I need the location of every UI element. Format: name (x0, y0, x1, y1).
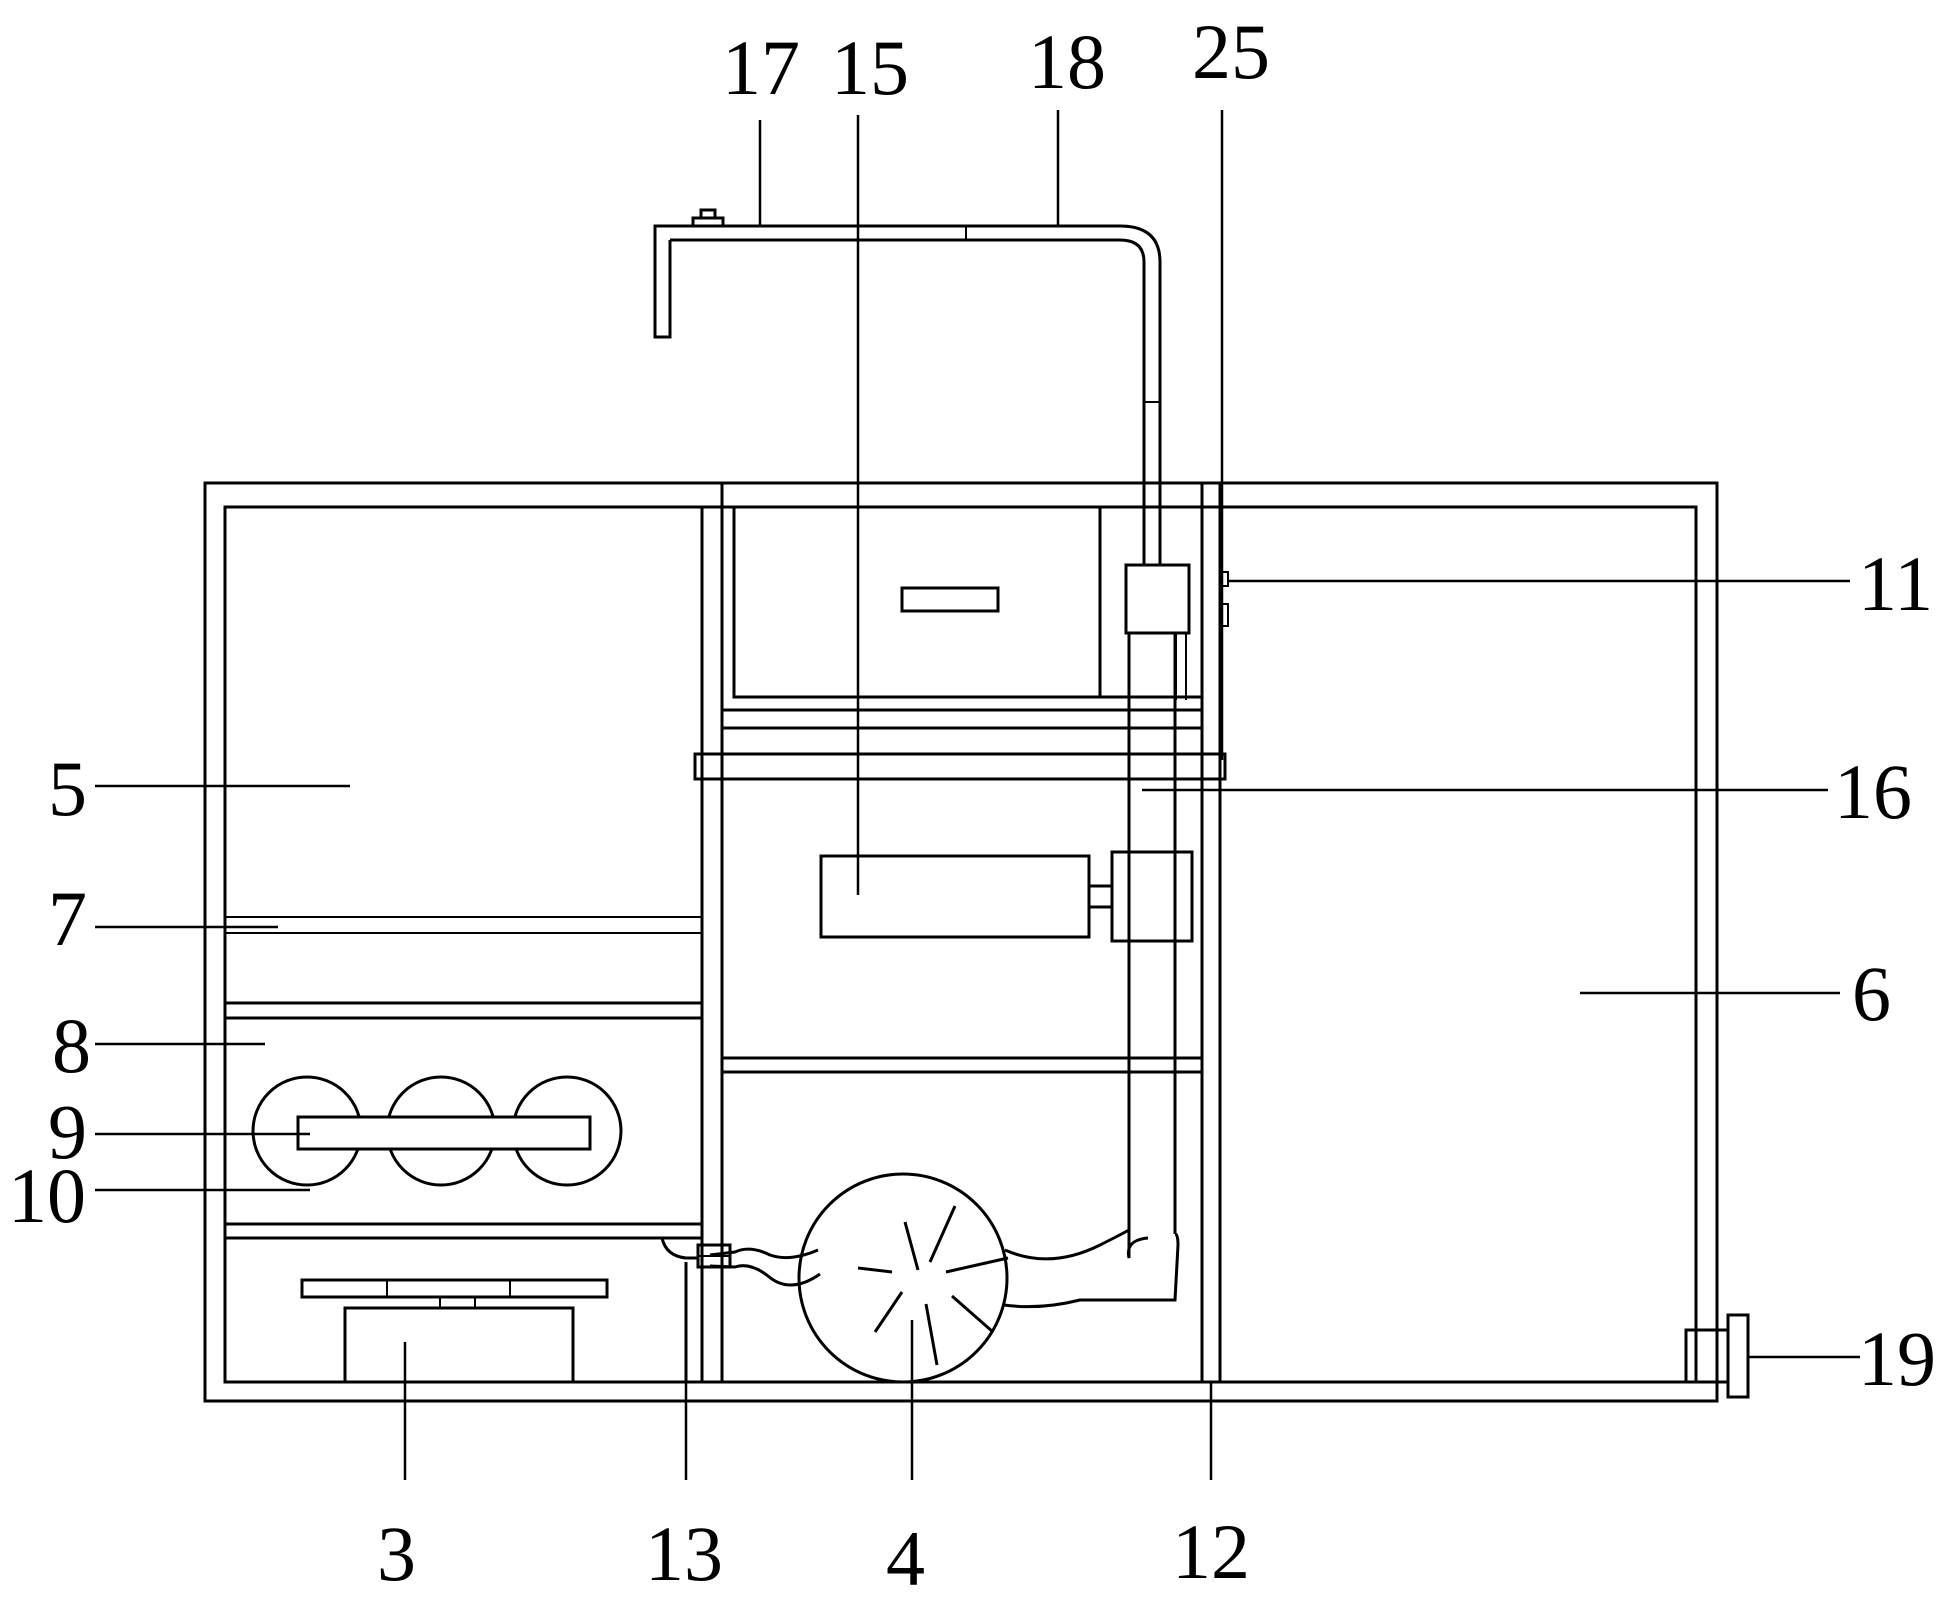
roller-assembly-9-10 (251, 1075, 623, 1187)
rails (693, 708, 1227, 1074)
left-chamber (225, 916, 702, 1240)
label-16: 16 (1834, 748, 1912, 835)
label-9: 9 (48, 1088, 87, 1175)
label-25: 25 (1192, 8, 1270, 95)
label-10: 10 (8, 1152, 86, 1239)
valve-13 (660, 1237, 732, 1382)
partition-left (700, 483, 724, 1382)
label-13: 13 (645, 1510, 723, 1597)
label-3: 3 (377, 1510, 416, 1597)
heater-3 (300, 1278, 609, 1384)
label-11: 11 (1858, 540, 1933, 627)
label-7: 7 (48, 875, 87, 962)
motor-15 (819, 850, 1194, 943)
label-8: 8 (52, 1002, 91, 1089)
blower-4 (709, 1172, 1180, 1384)
housing (203, 481, 1719, 1403)
label-17: 17 (722, 24, 800, 111)
label-12: 12 (1172, 1508, 1250, 1595)
upper-box (732, 505, 1204, 699)
label-19: 19 (1858, 1315, 1936, 1402)
label-4: 4 (886, 1515, 925, 1598)
partition-right-12 (1200, 483, 1222, 1382)
label-6: 6 (1852, 950, 1891, 1037)
reference-numerals: 17 15 18 25 11 5 16 7 6 8 9 10 19 3 13 4… (8, 8, 1936, 1598)
pipe-system (653, 208, 1229, 1234)
label-15: 15 (831, 24, 909, 111)
label-18: 18 (1028, 18, 1106, 105)
label-5: 5 (48, 745, 87, 832)
leader-lines (95, 110, 1860, 1480)
